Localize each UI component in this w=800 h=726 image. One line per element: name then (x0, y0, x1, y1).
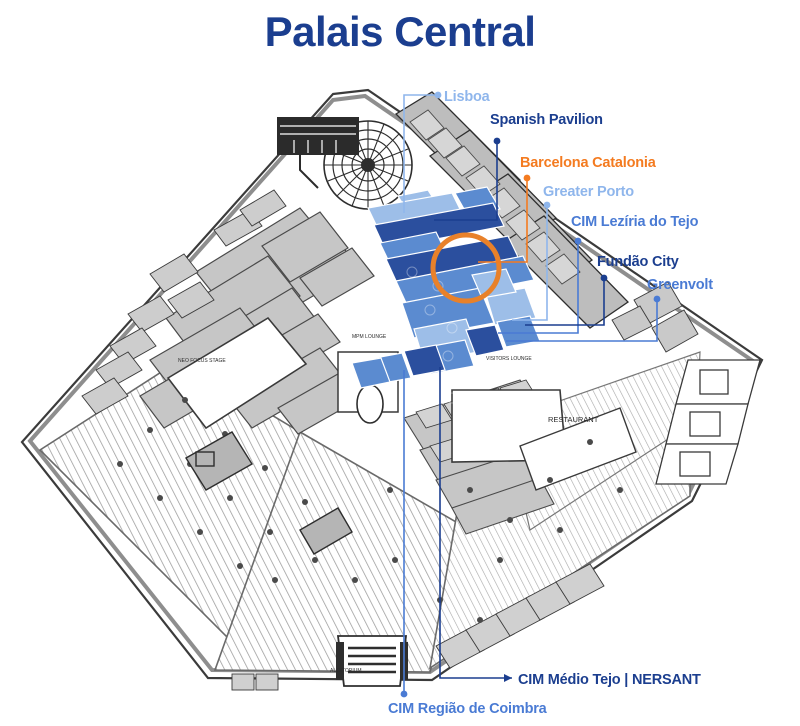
leader-dot-spanish-pavilion (493, 137, 501, 145)
svg-text:RESTAURANT: RESTAURANT (548, 415, 599, 424)
leader-dot-barcelona-catalonia (523, 174, 531, 182)
corridor-cells-northeast (409, 109, 581, 285)
shops-south (435, 563, 605, 669)
leader-dot-lisboa (434, 91, 442, 99)
leader-line-cim-leziria-do-tejo (498, 241, 579, 334)
east-wing-rooms (655, 359, 761, 485)
leader-line-greenvolt (506, 299, 658, 342)
auditorium (336, 635, 408, 687)
callout-label-cim-medio-tejo-nersant[interactable]: CIM Médio Tejo | NERSANT (518, 672, 701, 688)
svg-text:AUDITORIUM: AUDITORIUM (330, 668, 362, 674)
cells-bottom-left (231, 673, 279, 691)
leader-dot-greenvolt (653, 295, 661, 303)
callout-label-lisboa[interactable]: Lisboa (444, 89, 490, 105)
highlighted-booths (351, 186, 541, 389)
leader-line-greater-porto (512, 205, 548, 321)
booth-b16[interactable] (351, 357, 391, 389)
callout-label-spanish-pavilion[interactable]: Spanish Pavilion (490, 112, 603, 128)
leader-dot-fundao-city (600, 274, 608, 282)
callout-label-cim-leziria-do-tejo[interactable]: CIM Lezíria do Tejo (571, 214, 699, 230)
callout-label-barcelona-catalonia[interactable]: Barcelona Catalonia (520, 155, 656, 171)
booth-highlight-ring (430, 232, 502, 304)
page-title: Palais Central (264, 8, 536, 55)
plan-text-labels: MPM LOUNGE NEO FOCUS STAGE VISITORS LOUN… (178, 334, 599, 674)
service-block-north (277, 117, 359, 189)
structural-columns (117, 397, 623, 623)
restaurant-zone (519, 407, 637, 491)
cluster-southwest (185, 431, 353, 555)
east-wing-small-rooms (611, 281, 699, 353)
plan-body: MPM LOUNGE NEO FOCUS STAGE VISITORS LOUN… (20, 88, 764, 691)
leader-line-cim-medio-tejo-nersant (439, 367, 512, 679)
svg-text:VISITORS LOUNGE: VISITORS LOUNGE (486, 356, 532, 362)
booth-b13[interactable] (465, 324, 505, 357)
leader-line-spanish-pavilion (434, 141, 498, 221)
floorplan-svg: MPM LOUNGE NEO FOCUS STAGE VISITORS LOUN… (20, 88, 764, 698)
callout-leaders (400, 91, 661, 698)
shop-cells-northwest (81, 189, 287, 415)
leader-dot-cim-leziria-do-tejo (574, 237, 582, 245)
booth-inner-marks (406, 266, 458, 404)
svg-text:NEO FOCUS STAGE: NEO FOCUS STAGE (178, 358, 226, 364)
callout-label-greater-porto[interactable]: Greater Porto (543, 184, 634, 200)
callout-label-fundao-city[interactable]: Fundão City (597, 254, 679, 270)
leader-dot-cim-regiao-de-coimbra (400, 690, 408, 698)
booth-b15[interactable] (403, 344, 446, 377)
leader-arrow-cim-medio-tejo-nersant (504, 674, 512, 682)
callout-label-greenvolt[interactable]: Greenvolt (647, 277, 713, 293)
leader-line-lisboa (403, 94, 438, 213)
leader-line-barcelona-catalonia (478, 178, 528, 263)
neo-focus-stage (166, 316, 308, 430)
hall-south-floor (213, 430, 471, 673)
floorplan-container: MPM LOUNGE NEO FOCUS STAGE VISITORS LOUN… (0, 60, 800, 726)
svg-text:MPM LOUNGE: MPM LOUNGE (352, 334, 387, 340)
leader-line-fundao-city (525, 278, 605, 326)
callout-label-cim-regiao-de-coimbra[interactable]: CIM Região de Coimbra (388, 701, 547, 717)
leader-dot-greater-porto (543, 201, 551, 209)
